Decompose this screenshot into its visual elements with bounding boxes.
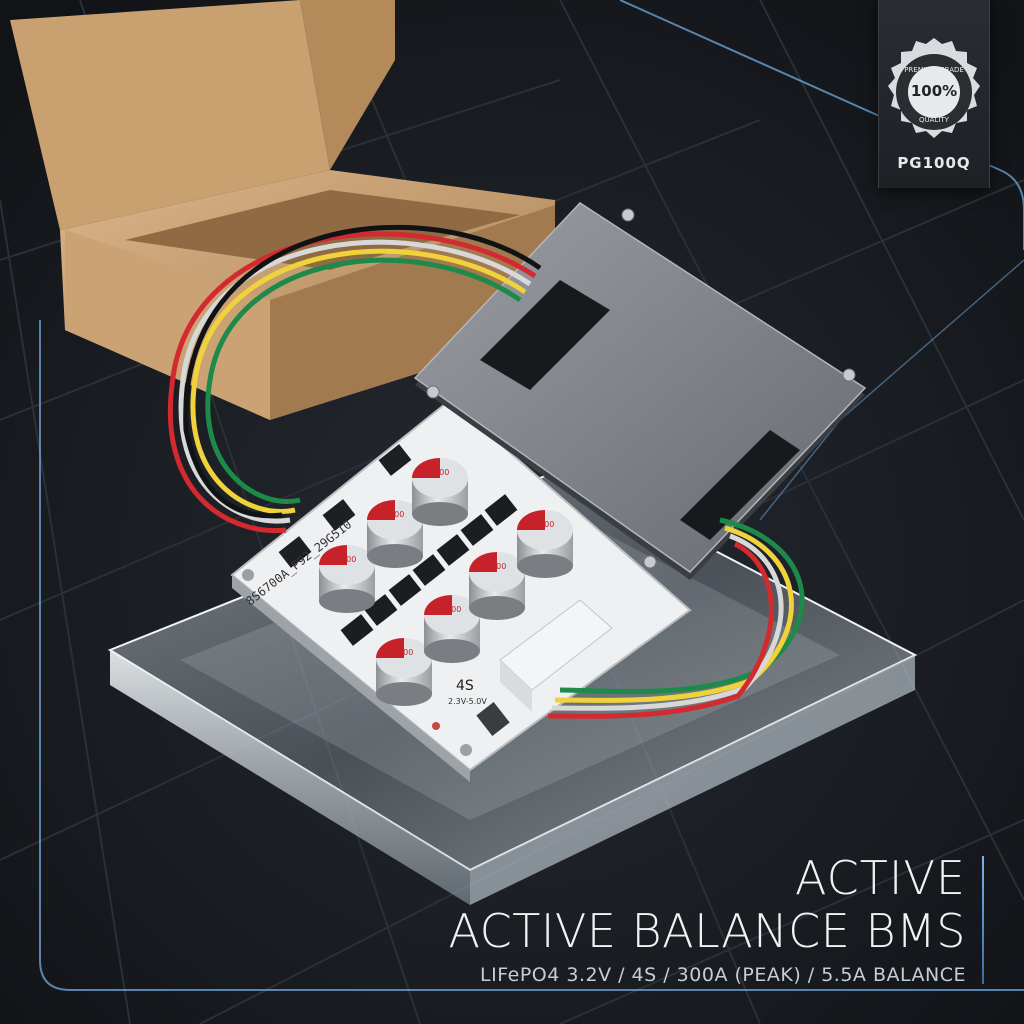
capacitor: 2200 <box>424 595 480 663</box>
badge-ring-top: PREMIUM GRADE <box>904 66 964 74</box>
capacitor: 2200 <box>517 510 573 578</box>
heatsink-plate <box>413 202 867 580</box>
quality-badge: 100% PREMIUM GRADE QUALITY PG100Q <box>878 0 990 188</box>
capacitor-label: 2200 <box>336 555 356 564</box>
cardboard-box <box>10 0 555 420</box>
headline-specs: LIFePO4 3.2V / 4S / 300A (PEAK) / 5.5A B… <box>480 964 966 986</box>
balance-wires <box>167 224 542 534</box>
pcb-cell-sub: 2.3V-5.0V <box>448 697 487 706</box>
headline-line2: ACTIVE BALANCE BMS <box>448 904 966 958</box>
capacitor-label: 2200 <box>534 520 554 529</box>
balance-wires-right <box>547 517 805 719</box>
capacitor-label: 2200 <box>441 605 461 614</box>
headline-line1: ACTIVE <box>795 851 966 905</box>
badge-ring-bottom: QUALITY <box>919 116 950 124</box>
capacitor: 2200 <box>367 500 423 568</box>
capacitor-label: 2200 <box>486 562 506 571</box>
headline: ACTIVE ACTIVE BALANCE BMS LIFePO4 3.2V /… <box>448 852 966 988</box>
headline-divider <box>982 856 984 984</box>
pcb-cell-label: 4S <box>456 678 474 694</box>
capacitor-label: 2200 <box>429 468 449 477</box>
capacitor-label: 2200 <box>393 648 413 657</box>
badge-code: PG100Q <box>897 154 971 172</box>
capacitor: 2200 <box>376 638 432 706</box>
seal-icon: 100% PREMIUM GRADE QUALITY <box>888 38 980 138</box>
capacitor: 2200 <box>469 552 525 620</box>
capacitor: 2200 <box>319 545 375 613</box>
capacitor: 2200 <box>412 458 468 526</box>
badge-center-text: 100% <box>911 82 957 100</box>
capacitor-label: 2200 <box>384 510 404 519</box>
balance-connector <box>499 599 613 712</box>
